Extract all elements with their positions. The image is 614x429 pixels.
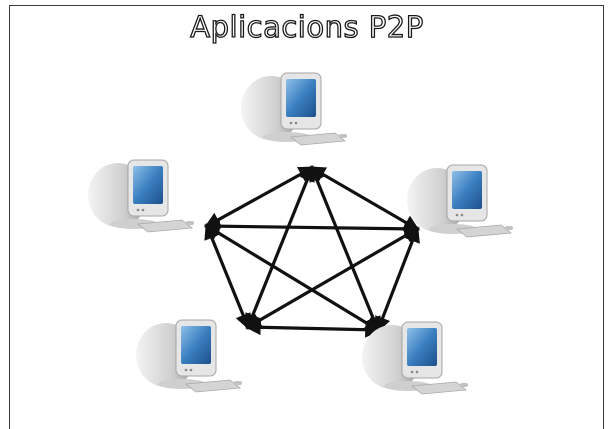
connection-arrow-right-bottom-right [375,226,420,333]
desktop-computer-left-icon [87,159,195,233]
connection-arrow-top-right [309,166,420,231]
connection-arrow-left-bottom-left [204,223,251,330]
connection-arrow-right-bottom-left [245,227,420,329]
edges-group [203,165,421,338]
connection-arrow-bottom-left-bottom-right [244,319,382,338]
diagram-title: Aplicacions P2P [190,9,424,44]
connection-arrow-left-right [203,218,421,237]
desktop-computer-right-icon [406,164,514,238]
connection-arrow-left-bottom-right [204,224,381,332]
nodes-group [87,72,514,395]
connection-arrow-top-bottom-right [309,165,381,333]
connection-arrow-top-bottom-left [245,165,315,330]
desktop-computer-top-icon [240,72,348,146]
desktop-computer-bottom-right-icon [361,321,469,395]
connection-arrow-top-left [204,166,315,228]
desktop-computer-bottom-left-icon [135,319,243,393]
